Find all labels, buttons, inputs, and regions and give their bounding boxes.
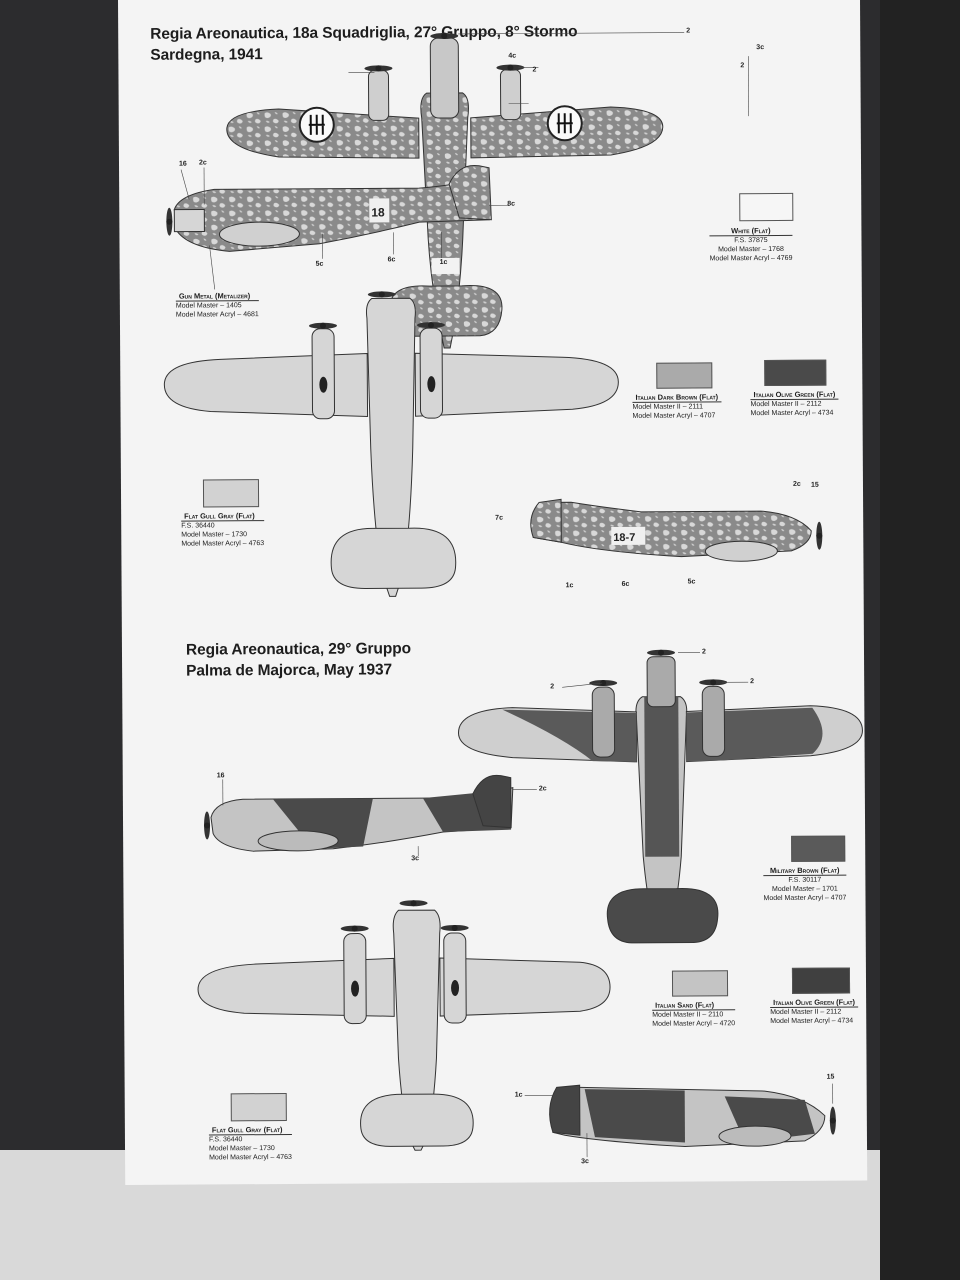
scheme2-underside-view [197,900,611,1151]
scheme2-top-view [457,649,863,944]
callout-label: 2 [740,62,745,70]
color-name: Italian Sand (Flat) [652,1000,736,1011]
callout-label: 4c [508,52,517,60]
color-mma: Model Master Acryl – 4763 [209,1153,292,1162]
callout-label: 1c [514,1091,523,1099]
desk-shadow [880,0,960,1280]
color-legend-gun-metal: Gun Metal (Metalizer) Model Master – 140… [175,291,259,320]
callout-label: 7c [495,514,503,522]
color-legend-italian-olive-green-2: Italian Olive Green (Flat) Model Master … [770,997,859,1026]
callout-label: 16 [178,160,187,168]
callout-label: 3c [411,855,420,863]
color-mma: Model Master Acryl – 4734 [770,1017,854,1026]
color-name: Flat Gull Gray (Flat) [208,1124,292,1136]
callout-leaders [180,32,834,1158]
color-swatch-flat-gull-gray [202,479,260,508]
color-mma: Model Master Acryl – 4720 [652,1020,736,1028]
callout-label: 2c [538,785,547,793]
color-legend-flat-gull-gray-2: Flat Gull Gray (Flat) F.S. 36440 Model M… [208,1124,292,1163]
color-name: Italian Dark Brown (Flat) [632,392,722,403]
callout-label: 3c [756,44,765,52]
color-mma: Model Master Acryl – 4763 [181,540,265,548]
callout-label: 5c [687,578,696,586]
color-name: Gun Metal (Metalizer) [175,291,259,302]
color-mm: Model Master – 1768 [718,245,784,254]
color-legend-italian-dark-brown: Italian Dark Brown (Flat) Model Master I… [632,392,722,421]
scheme1-fuselage-code: 18 [371,205,385,219]
color-mma: Model Master Acryl – 4707 [763,894,847,903]
callout-label: 3c [581,1158,589,1166]
callout-label: 6c [387,256,396,264]
color-name: Italian Olive Green (Flat) [770,997,859,1009]
color-mma: Model Master Acryl – 4734 [750,409,834,418]
scheme1-underside-view [163,291,619,597]
callout-label: 2 [701,648,706,656]
callout-label: 6c [621,580,630,588]
callout-label: 8c [507,200,516,208]
color-swatch-flat-gull-gray-2 [230,1092,287,1122]
callout-label: 2c [792,480,801,488]
color-mma: Model Master Acryl – 4681 [175,311,259,319]
callout-label: 1c [565,582,574,590]
color-swatch-white [739,192,794,222]
color-swatch-italian-olive-green-2 [791,967,851,994]
color-legend-italian-sand: Italian Sand (Flat) Model Master II – 21… [652,1000,735,1029]
color-swatch-military-brown [791,835,846,862]
color-name: White (Flat) [709,225,793,237]
color-legend-military-brown: Military Brown (Flat) F.S. 30117 Model M… [763,865,847,904]
callout-label: 1c [439,258,448,267]
color-name: Italian Olive Green (Flat) [750,389,839,401]
scheme1-side-view-right: 18-7 [530,498,823,562]
callout-label: 2 [532,66,537,74]
callout-label: 2 [750,678,755,686]
callout-label: 5c [315,260,324,268]
color-legend-white: White (Flat) F.S. 37875 Model Master – 1… [709,225,793,264]
color-legend-flat-gull-gray: Flat Gull Gray (Flat) F.S. 36440 Model M… [181,511,264,549]
scheme1-fuselage-code-right: 18-7 [613,532,635,544]
color-swatch-italian-sand [671,970,729,997]
color-mma: Model Master Acryl – 4707 [632,412,716,420]
callout-label: 16 [216,772,225,780]
color-swatch-italian-olive-green [764,359,827,387]
color-name: Military Brown (Flat) [763,865,847,877]
color-fs: F.S. 37875 [734,237,768,245]
callout-label: 2c [198,159,207,167]
scheme2-side-view-left [203,774,514,852]
aircraft-drawings: 18 18-7 [163,32,863,1158]
callout-label: 15 [826,1073,835,1081]
callout-label: 2 [686,27,691,35]
color-legend-italian-olive-green: Italian Olive Green (Flat) Model Master … [750,389,839,419]
color-mma: Model Master Acryl – 4769 [709,254,793,263]
scheme1-side-view-left: 18 [166,164,492,252]
callout-label: 15 [810,481,819,489]
scheme2-side-view-right [549,1084,836,1148]
callout-label: 2 [550,683,555,691]
color-swatch-italian-dark-brown [656,362,713,389]
instruction-sheet: Regia Areonautica, 18a Squadriglia, 27° … [118,0,868,1185]
color-name: Flat Gull Gray (Flat) [181,511,265,522]
